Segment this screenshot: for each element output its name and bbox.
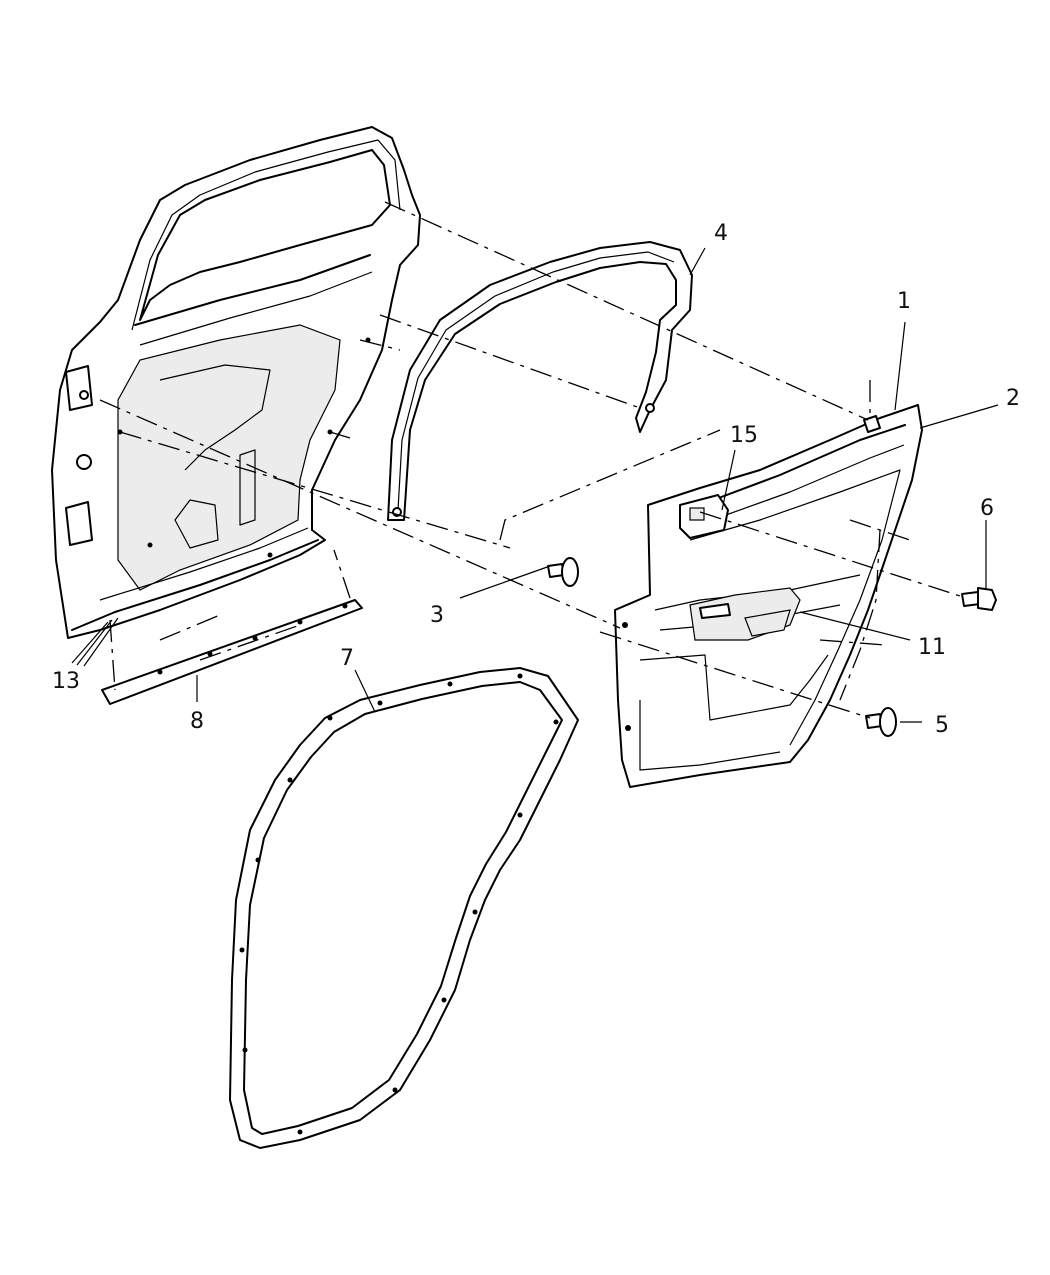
callout-4: 4 — [714, 221, 728, 246]
callout-11: 11 — [918, 635, 946, 660]
door-trim-panel — [614, 404, 923, 788]
callout-3: 3 — [430, 603, 444, 628]
callout-7: 7 — [340, 646, 354, 671]
callout-5: 5 — [935, 713, 949, 738]
callout-15: 15 — [730, 423, 758, 448]
push-pin-fastener-5 — [865, 707, 897, 737]
callout-13: 13 — [52, 669, 80, 694]
callout-6: 6 — [980, 496, 994, 521]
lower-sill-seal — [101, 599, 363, 705]
leader-lines — [71, 247, 999, 723]
screw-fastener-6 — [961, 587, 997, 611]
glass-run-weatherstrip — [387, 241, 693, 521]
callout-8: 8 — [190, 709, 204, 734]
push-pin-fastener-3 — [547, 557, 579, 587]
callout-1: 1 — [897, 289, 911, 314]
door-seal-weatherstrip — [229, 667, 579, 1149]
door-shell — [51, 126, 421, 639]
callout-2: 2 — [1006, 386, 1020, 411]
assembly-lines — [99, 201, 961, 719]
callout-labels: 1 2 3 4 5 6 7 8 11 13 15 — [52, 221, 1020, 738]
